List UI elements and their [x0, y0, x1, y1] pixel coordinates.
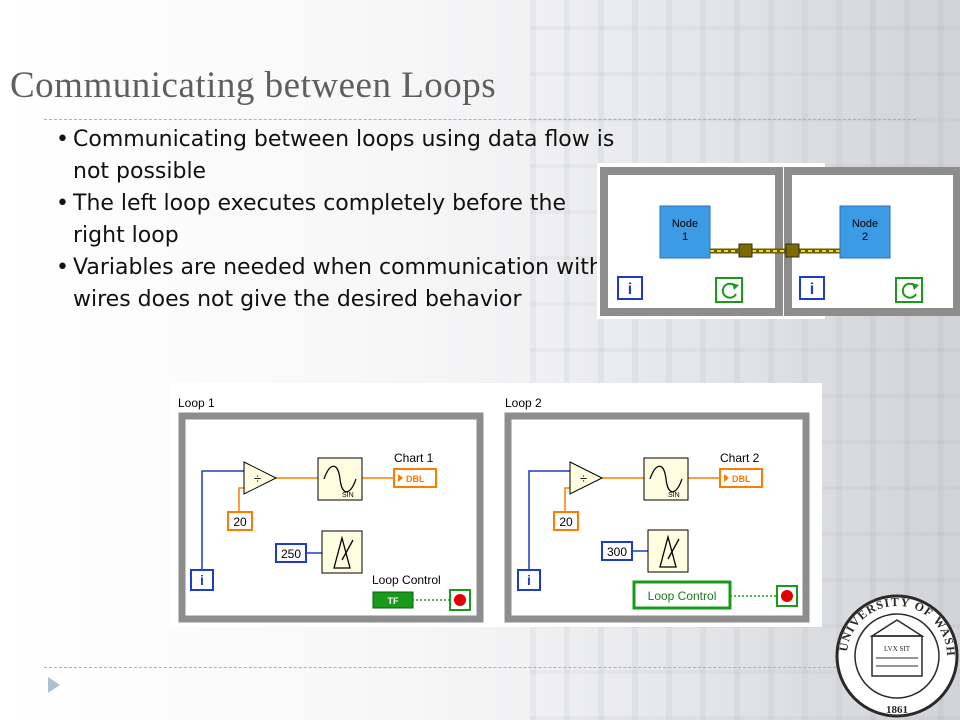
slide-nav-arrow-icon [48, 677, 60, 693]
divisor-constant [553, 511, 579, 531]
seal-ring-text: UNIVERSITY OF WASHINGTON [0, 0, 957, 657]
iteration-terminal [617, 276, 643, 300]
svg-text:i: i [527, 572, 531, 588]
slide-title: Communicating between Loops [10, 65, 497, 106]
loop-2-label: Loop 2 [505, 396, 542, 410]
svg-text:Loop Control: Loop Control [648, 589, 717, 603]
svg-text:TF: TF [388, 596, 399, 606]
bullet-item: Communicating between loops using data f… [56, 124, 616, 188]
chart-2-label: Chart 2 [720, 451, 760, 465]
svg-text:250: 250 [281, 547, 301, 561]
loop-control-control [632, 580, 732, 610]
svg-text:SIN: SIN [668, 492, 680, 499]
chart-1-terminal [393, 468, 437, 488]
tunnel-out [738, 243, 753, 258]
svg-text:20: 20 [559, 515, 573, 529]
svg-text:i: i [200, 572, 204, 588]
wait-constant [275, 543, 307, 563]
divide-node [243, 461, 278, 495]
iteration-terminal [517, 569, 541, 591]
svg-text:1: 1 [682, 231, 688, 243]
svg-text:2: 2 [862, 231, 868, 243]
svg-text:DBL: DBL [406, 474, 425, 484]
loop-control-label: Loop Control [372, 573, 441, 587]
svg-text:i: i [810, 281, 814, 298]
divide-node [569, 461, 604, 495]
bullet-item: The left loop executes completely before… [56, 188, 616, 252]
bullet-list: Communicating between loops using data f… [56, 124, 616, 316]
node-1 [659, 205, 711, 259]
divisor-constant [227, 511, 253, 531]
svg-text:DBL: DBL [732, 474, 751, 484]
seal-motto: LVX SIT [884, 645, 911, 653]
svg-text:÷: ÷ [580, 471, 587, 486]
node-1-label: Node [672, 218, 698, 230]
title-divider [44, 119, 916, 120]
iteration-terminal [190, 569, 214, 591]
chart-2-terminal [719, 468, 763, 488]
chart-1-label: Chart 1 [394, 451, 434, 465]
svg-text:SIN: SIN [342, 492, 354, 499]
svg-text:÷: ÷ [254, 471, 261, 486]
wait-constant [601, 541, 633, 561]
loop-1-label: Loop 1 [178, 396, 215, 410]
node-2-label: Node [852, 218, 878, 230]
svg-text:i: i [628, 281, 632, 298]
node-2 [839, 205, 891, 259]
tunnel-in [785, 243, 800, 258]
bullet-item: Variables are needed when communication … [56, 252, 616, 316]
boolean-control [372, 591, 414, 609]
footer-divider [44, 667, 916, 668]
iteration-terminal [799, 276, 825, 300]
svg-text:20: 20 [233, 515, 247, 529]
svg-text:300: 300 [607, 545, 627, 559]
svg-text:UNIVERSITY OF WASHINGTON: UNIVERSITY OF WASHINGTON [0, 0, 957, 657]
seal-year: 1861 [886, 704, 908, 716]
